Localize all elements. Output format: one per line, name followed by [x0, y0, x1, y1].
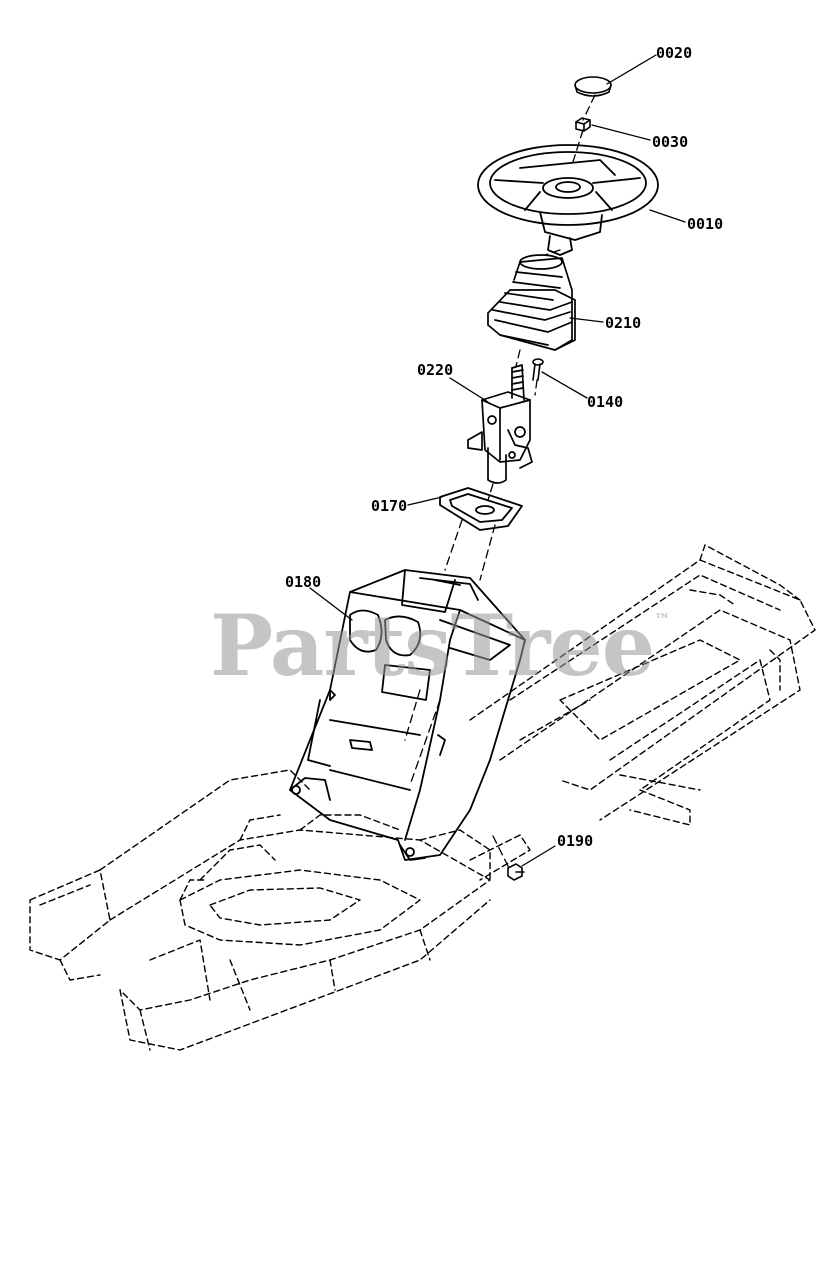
callout-0170[interactable]: 0170	[371, 497, 408, 515]
callout-0190[interactable]: 0190	[557, 832, 594, 850]
screw-0140	[532, 358, 544, 381]
leader-lines	[309, 54, 686, 867]
steering-cap	[574, 76, 612, 97]
watermark-text: PartsTree	[210, 596, 655, 695]
dash-tower	[289, 569, 526, 861]
steering-wheel	[477, 144, 659, 256]
callout-0140[interactable]: 0140	[587, 393, 624, 411]
tractor-frame	[29, 544, 816, 1051]
assembly-lines	[404, 94, 596, 871]
callout-0010[interactable]: 0010	[687, 215, 724, 233]
callout-0210[interactable]: 0210	[605, 314, 642, 332]
bolt-0190	[507, 863, 525, 881]
callout-0020[interactable]: 0020	[656, 44, 693, 62]
nut	[575, 117, 591, 132]
steering-column	[467, 364, 533, 484]
callout-0180[interactable]: 0180	[285, 573, 322, 591]
mount-plate	[439, 487, 523, 531]
callout-0030[interactable]: 0030	[652, 133, 689, 151]
callout-0220[interactable]: 0220	[417, 361, 454, 379]
steering-boot	[487, 254, 576, 351]
partstree-watermark: PartsTree™	[210, 596, 670, 695]
watermark-trademark: ™	[654, 610, 670, 629]
